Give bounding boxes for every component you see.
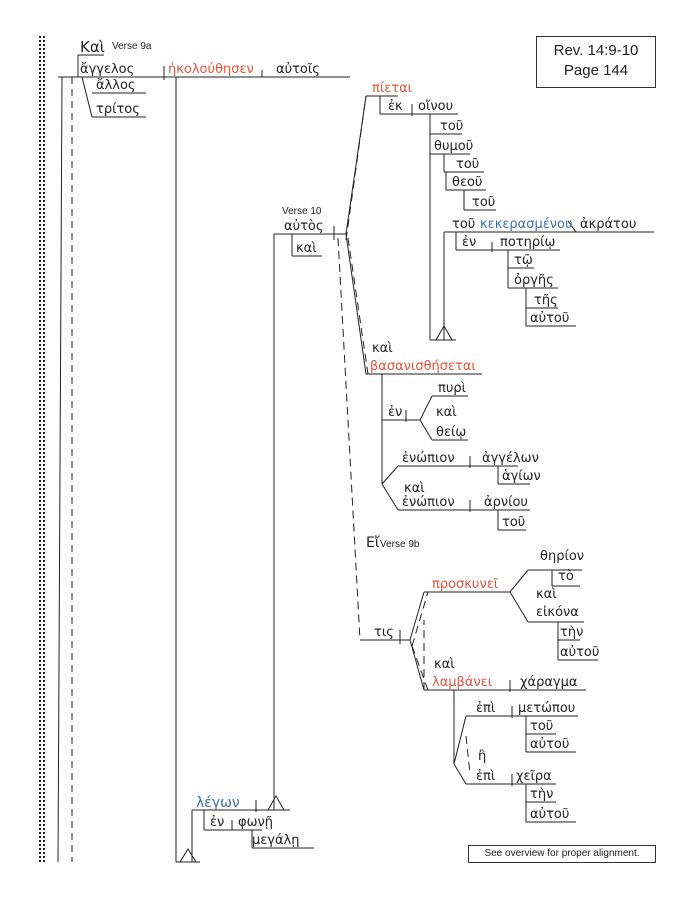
word-therion: θηρίον bbox=[540, 549, 585, 564]
word-kai: Καὶ bbox=[80, 38, 105, 56]
word-arniou: ἀρνίου bbox=[484, 495, 528, 510]
word-epi: ἐπὶ bbox=[476, 701, 496, 716]
alignment-note: See overview for proper alignment. bbox=[468, 845, 656, 863]
word-en: ἐν bbox=[462, 235, 477, 250]
word-ekolouthesen: ἠκολούθησεν bbox=[168, 62, 254, 77]
word-pyri: πυρὶ bbox=[438, 381, 466, 396]
word-autou: αὐτοῦ bbox=[530, 311, 570, 326]
word-oinou: οἴνου bbox=[418, 99, 454, 114]
word-ek: ἐκ bbox=[388, 99, 403, 114]
word-autou: αὐτοῦ bbox=[560, 645, 600, 660]
word-enopion: ἐνώπιον bbox=[402, 495, 455, 510]
word-to: τῷ bbox=[514, 253, 533, 268]
word-legon: λέγων bbox=[196, 795, 240, 811]
word-eikona: εἰκόνα bbox=[536, 605, 579, 620]
reference-text: Rev. 14:9-10 bbox=[553, 42, 639, 59]
word-kai: καὶ bbox=[536, 587, 557, 602]
word-tou: τοῦ bbox=[472, 195, 496, 210]
word-kai: καὶ bbox=[404, 481, 425, 496]
word-theio: θείῳ bbox=[436, 425, 467, 440]
word-kai: καὶ bbox=[436, 405, 457, 420]
word-tou: τοῦ bbox=[456, 157, 480, 172]
word-theou: θεοῦ bbox=[452, 175, 483, 190]
word-tritos: τρίτος bbox=[96, 102, 140, 117]
word-megale: μεγάλῃ bbox=[252, 833, 300, 848]
word-lambanei: λαμβάνει bbox=[432, 675, 493, 690]
word-ei: Εἴ bbox=[366, 535, 380, 551]
word-allos: ἄλλος bbox=[96, 78, 136, 93]
word-epi: ἐπὶ bbox=[476, 769, 496, 784]
word-metopou: μετώπου bbox=[518, 701, 576, 716]
word-pietai: πίεται bbox=[372, 81, 413, 96]
verse-marker-9b: Verse 9b bbox=[380, 539, 420, 550]
word-cheira: χεῖρα bbox=[516, 769, 552, 784]
word-tis: τις bbox=[374, 625, 394, 640]
word-autou: αὐτοῦ bbox=[530, 807, 570, 822]
word-akratou: ἀκράτου bbox=[580, 217, 637, 232]
word-tou: τοῦ bbox=[530, 719, 554, 734]
word-kai: καὶ bbox=[434, 657, 455, 672]
word-orges: ὀργῆς bbox=[514, 273, 554, 288]
word-basanisthesetai: βασανισθήσεται bbox=[370, 359, 476, 374]
word-hagion: ἁγίων bbox=[502, 469, 541, 484]
word-e: ἢ bbox=[478, 749, 487, 764]
word-phone: φωνῇ bbox=[238, 815, 273, 830]
word-tou: τοῦ bbox=[452, 217, 476, 232]
word-ten: τὴν bbox=[560, 625, 584, 640]
word-enopion: ἐνώπιον bbox=[402, 451, 455, 466]
word-to: τὸ bbox=[558, 569, 574, 584]
word-charagma: χάραγμα bbox=[520, 675, 578, 690]
verse-marker-10: Verse 10 bbox=[282, 206, 322, 217]
word-autos: αὐτὸς bbox=[284, 219, 324, 234]
word-tes: τῆς bbox=[534, 293, 558, 308]
page-number: Page 144 bbox=[563, 62, 629, 79]
word-ten: τὴν bbox=[530, 787, 554, 802]
word-kai: καὶ bbox=[296, 241, 317, 256]
word-angelos: ἄγγελος bbox=[80, 62, 135, 77]
word-autou: αὐτοῦ bbox=[530, 737, 570, 752]
word-tou: τοῦ bbox=[440, 119, 464, 134]
word-angelon: ἀγγέλων bbox=[482, 451, 539, 466]
word-kai: καὶ bbox=[372, 341, 393, 356]
word-kekerasmenou: κεκερασμένου bbox=[480, 217, 573, 232]
word-en: ἐν bbox=[388, 405, 403, 420]
word-poterio: ποτηρίῳ bbox=[500, 235, 556, 250]
reference-box: Rev. 14:9-10 Page 144 bbox=[536, 36, 656, 88]
word-thymou: θυμοῦ bbox=[434, 139, 474, 154]
word-en: ἐν bbox=[210, 815, 225, 830]
verse-marker-9a: Verse 9a bbox=[112, 41, 152, 52]
word-autois: αὐτοῖς bbox=[276, 62, 320, 77]
word-tou: τοῦ bbox=[502, 515, 526, 530]
word-proskynei: προσκυνεῖ bbox=[432, 577, 499, 592]
